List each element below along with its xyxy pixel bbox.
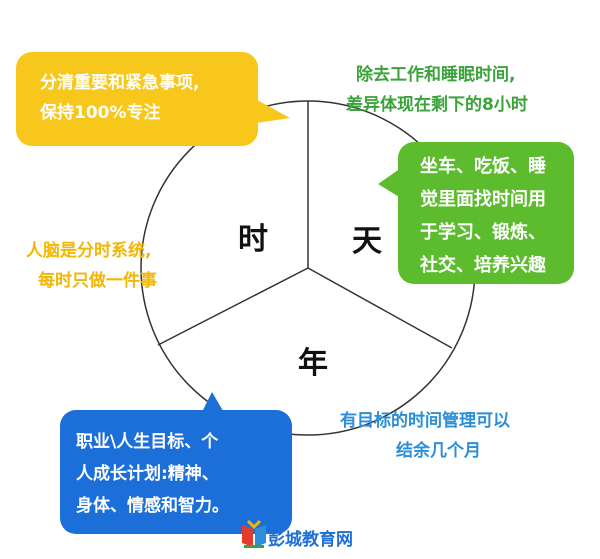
green-caption: 除去工作和睡眠时间, 差异体现在剩下的8小时 — [346, 60, 528, 120]
blue-bubble-line: 人成长计划:精神、 — [76, 464, 219, 484]
blue-caption-line: 结余几个月 — [396, 441, 481, 461]
blue-bubble-text: 职业\人生目标、个 人成长计划:精神、 身体、情感和智力。 — [76, 426, 229, 522]
green-bubble-line: 觉里面找时间用 — [420, 189, 546, 210]
yellow-bubble-line: 保持100%专注 — [40, 103, 161, 123]
segment-label-tian: 天 — [352, 224, 382, 259]
segment-label-nian: 年 — [298, 346, 328, 381]
segment-label-shi: 时 — [238, 222, 268, 257]
blue-caption-line: 有目标的时间管理可以 — [340, 411, 510, 431]
green-caption-line: 除去工作和睡眠时间, — [356, 65, 516, 85]
book-icon — [242, 519, 266, 548]
green-bubble-shape — [378, 142, 574, 284]
yellow-caption: 人脑是分时系统, 每时只做一件事 — [26, 236, 157, 296]
divider-left — [157, 267, 309, 346]
blue-bubble-line: 身体、情感和智力。 — [76, 496, 229, 516]
green-bubble-line: 坐车、吃饭、睡 — [420, 156, 546, 177]
yellow-bubble-line: 分清重要和紧急事项, — [40, 73, 200, 93]
yellow-caption-line: 每时只做一件事 — [38, 271, 157, 291]
blue-bubble-shape — [60, 392, 292, 534]
watermark-logo: 彭城教育网 — [240, 519, 364, 553]
green-bubble-line: 社交、培养兴趣 — [420, 255, 546, 276]
green-bubble-line: 于学习、锻炼、 — [420, 222, 546, 243]
blue-bubble-line: 职业\人生目标、个 — [76, 432, 219, 452]
watermark-text: 彭城教育网 — [268, 530, 353, 550]
yellow-bubble-text: 分清重要和紧急事项, 保持100%专注 — [40, 68, 199, 128]
green-bubble-text: 坐车、吃饭、睡 觉里面找时间用 于学习、锻炼、 社交、培养兴趣 — [420, 150, 546, 282]
yellow-bubble-shape — [16, 52, 290, 146]
green-caption-line: 差异体现在剩下的8小时 — [346, 95, 528, 115]
yellow-caption-line: 人脑是分时系统, — [26, 241, 152, 261]
divider-right — [307, 267, 453, 349]
blue-caption: 有目标的时间管理可以 结余几个月 — [340, 406, 510, 466]
